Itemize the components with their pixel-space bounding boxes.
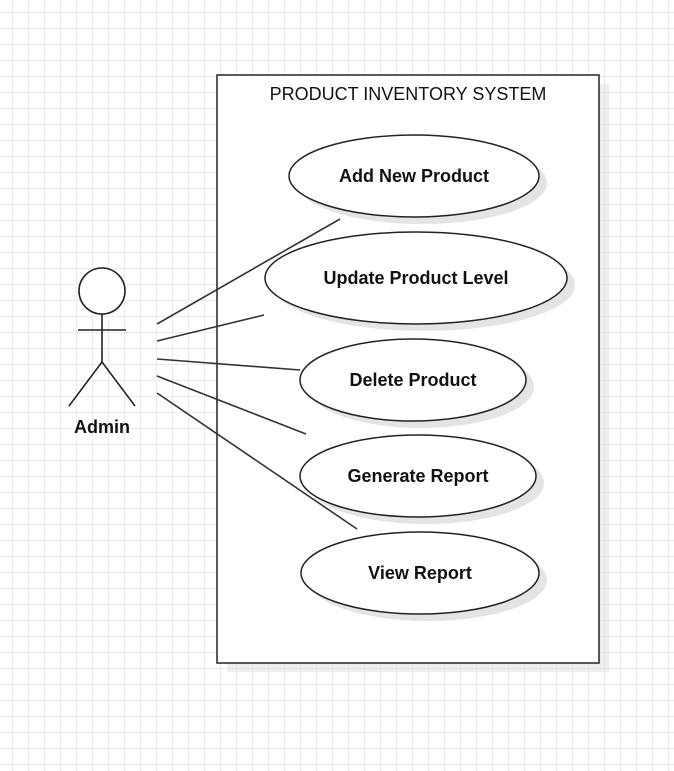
- use-case-delete-product[interactable]: Delete Product: [299, 338, 534, 428]
- use-case-label: Delete Product: [349, 370, 476, 390]
- actor-left-leg: [68, 361, 103, 407]
- use-case-label: Update Product Level: [323, 268, 508, 288]
- use-case-label: Generate Report: [347, 466, 488, 486]
- use-case-ellipse: [299, 434, 537, 518]
- use-case-generate-report[interactable]: Generate Report: [299, 434, 544, 524]
- association-line-update-product-level[interactable]: [156, 314, 265, 342]
- use-case-ellipse: [299, 338, 527, 422]
- association-line-delete-product[interactable]: [156, 358, 301, 371]
- association-line-add-new-product[interactable]: [156, 218, 341, 325]
- use-case-label: Add New Product: [339, 166, 489, 186]
- actor-label: Admin: [74, 417, 130, 437]
- use-case-ellipse: [288, 134, 540, 218]
- use-case-label: View Report: [368, 563, 472, 583]
- actor-head: [78, 267, 126, 315]
- use-case-ellipse: [300, 531, 540, 615]
- association-line-generate-report[interactable]: [156, 375, 307, 435]
- system-title: PRODUCT INVENTORY SYSTEM: [270, 84, 547, 104]
- use-case-update-product-level[interactable]: Update Product Level: [264, 231, 575, 331]
- association-line-view-report[interactable]: [156, 392, 358, 530]
- use-case-view-report[interactable]: View Report: [300, 531, 547, 621]
- use-case-ellipse: [264, 231, 568, 325]
- actor-admin[interactable]: [68, 267, 136, 407]
- actor-right-leg: [101, 361, 136, 407]
- use-case-add-new-product[interactable]: Add New Product: [288, 134, 547, 224]
- associations: [156, 218, 358, 530]
